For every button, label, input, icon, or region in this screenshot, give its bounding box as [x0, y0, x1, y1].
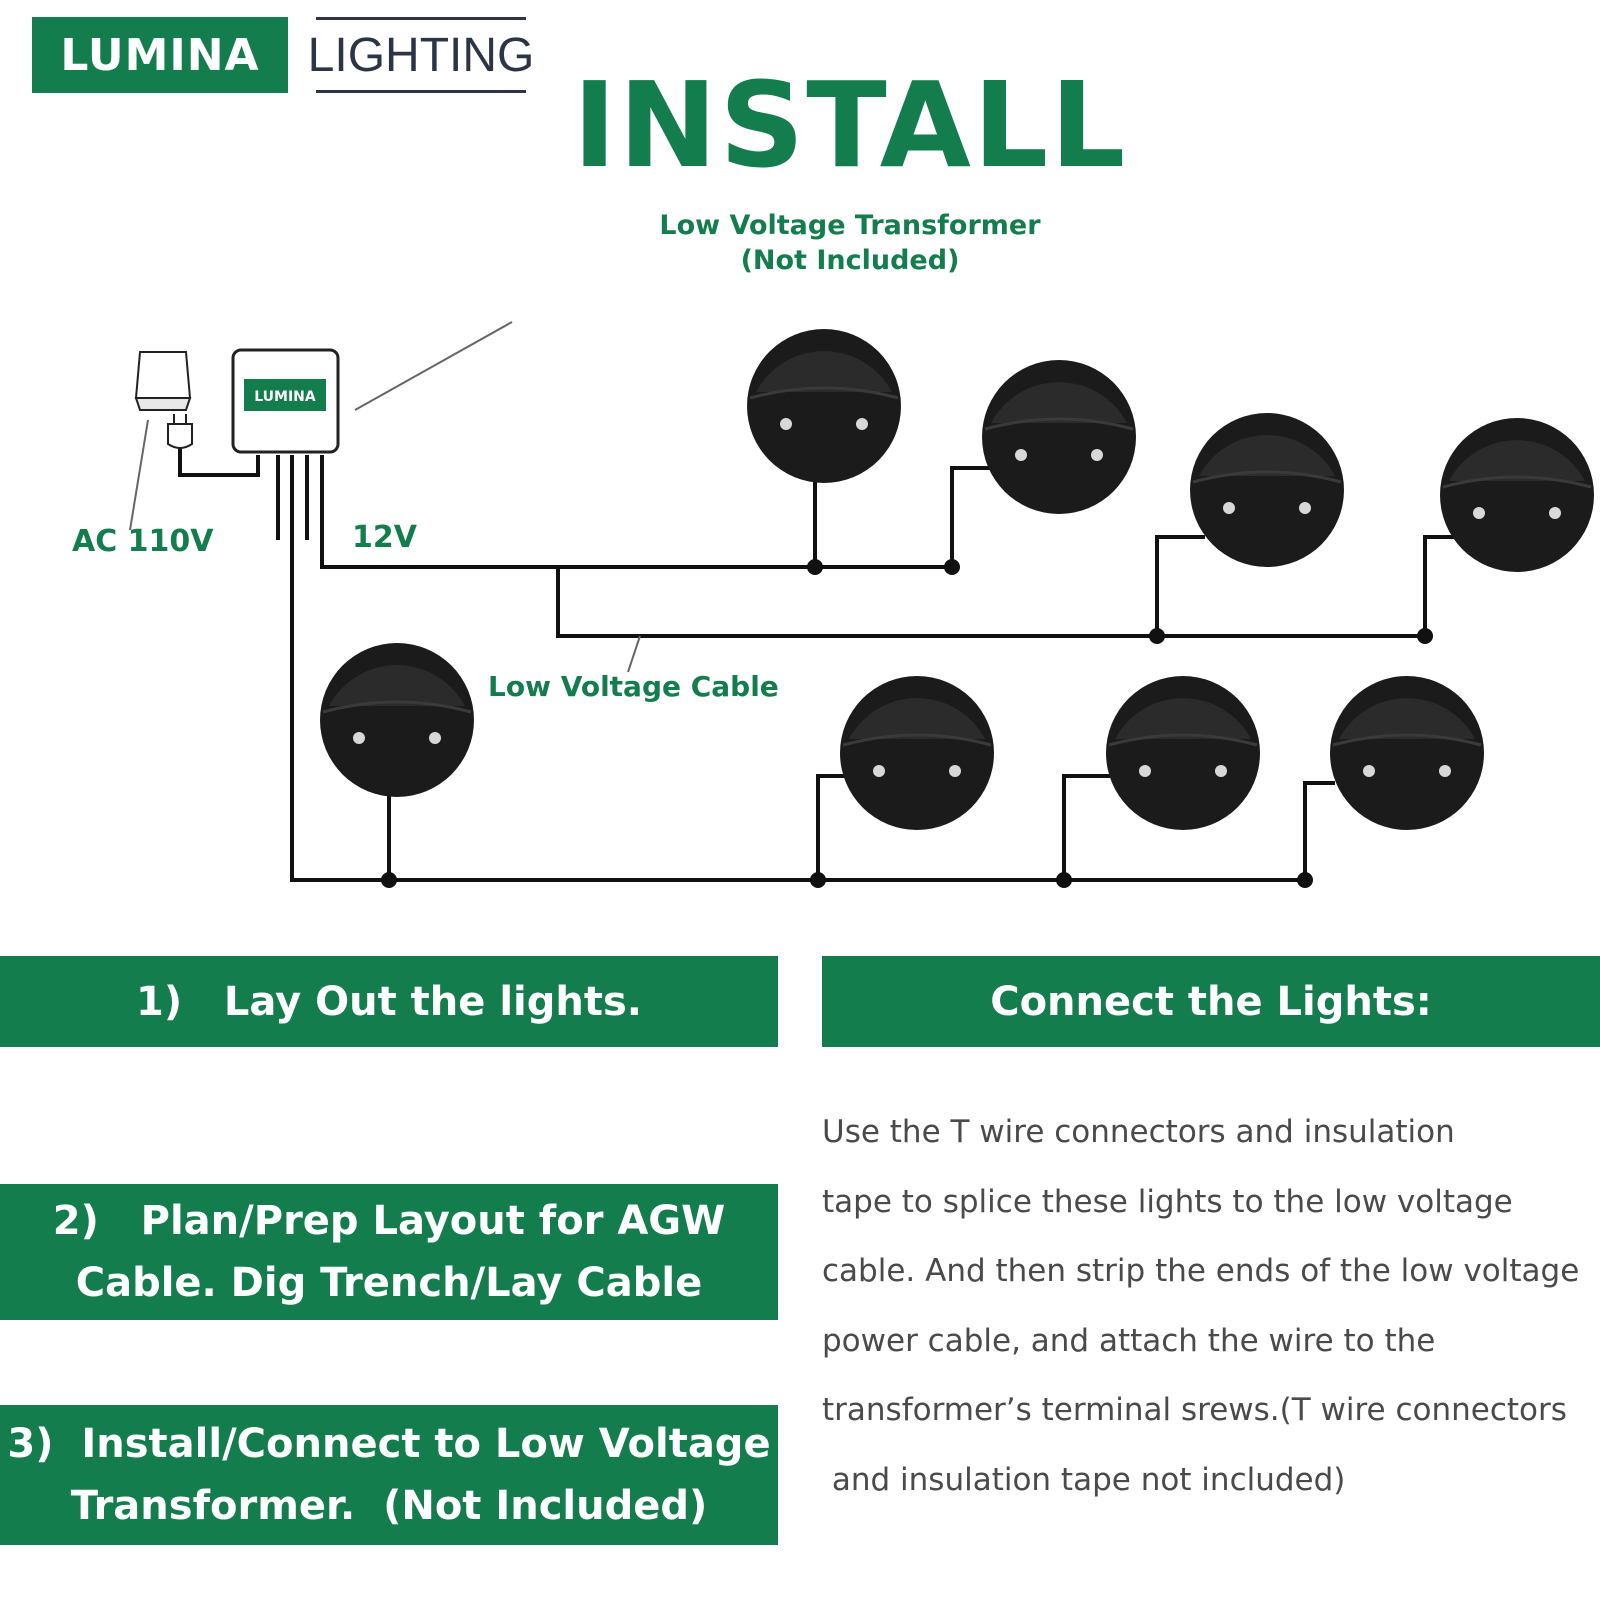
connect-instructions: Use the T wire connectors and insulation… [822, 1098, 1592, 1515]
lower-cable [290, 455, 1305, 882]
junction-dots [381, 559, 1433, 888]
upper-cable [320, 455, 952, 569]
instruction-line: and insulation tape not included) [822, 1461, 1346, 1498]
connect-heading-banner: Connect the Lights: [822, 956, 1600, 1047]
transformer-pointer [354, 321, 513, 411]
light-fixture-icon [1190, 413, 1344, 567]
junction-dot [381, 872, 397, 888]
transformer-label-line1: Low Voltage Transformer [659, 210, 1041, 241]
light-fixture-icon [1106, 676, 1260, 830]
light-fixture-icon [747, 329, 901, 483]
junction-dot [807, 559, 823, 575]
transformer-label: Low Voltage Transformer (Not Included) [640, 208, 1060, 278]
junction-dot [944, 559, 960, 575]
brand-logo-box: LUMINA [32, 17, 288, 93]
drop-wire [816, 774, 855, 880]
step-1-text: 1) Lay Out the lights. [136, 978, 642, 1025]
output-voltage-label: 12V [352, 520, 417, 555]
wiring-diagram: LUMINA [129, 321, 1594, 888]
instruction-line: power cable, and attach the wire to the [822, 1322, 1436, 1359]
junction-dot [1149, 628, 1165, 644]
drop-wire [1062, 774, 1110, 880]
step-1-banner: 1) Lay Out the lights. [0, 956, 778, 1047]
junction-dot [1417, 628, 1433, 644]
cable-pointer [627, 635, 641, 673]
light-fixture-icon [1440, 418, 1594, 572]
junction-dot [810, 872, 826, 888]
wall-plug-icon [134, 351, 193, 449]
cable-label: Low Voltage Cable [488, 670, 779, 703]
junction-dot [1056, 872, 1072, 888]
transformer-box: LUMINA [231, 348, 340, 454]
light-fixture-icon [840, 676, 994, 830]
light-fixture-icon [982, 360, 1136, 514]
brand-logo-text: LIGHTING [308, 17, 534, 93]
step-2-line-1: 2) Plan/Prep Layout for AGW [52, 1198, 726, 1244]
page-title: INSTALL [572, 56, 1128, 194]
lights-group [320, 329, 1594, 830]
ac-pointer [129, 419, 149, 531]
drop-wire [1155, 535, 1205, 636]
middle-cable [556, 567, 1425, 638]
power-cord [178, 438, 260, 477]
cable-network [178, 438, 1460, 882]
light-fixture-icon [1330, 676, 1484, 830]
drop-wire [1303, 781, 1335, 880]
drop-wire [1423, 535, 1460, 636]
connect-heading: Connect the Lights: [990, 978, 1432, 1025]
step-2-banner: 2) Plan/Prep Layout for AGW Cable. Dig T… [0, 1184, 778, 1320]
transformer-box-label: LUMINA [254, 389, 316, 405]
instruction-line: tape to splice these lights to the low v… [822, 1183, 1513, 1220]
step-3-line-2: Transformer. (Not Included) [70, 1483, 708, 1529]
transformer-label-line2: (Not Included) [740, 245, 960, 276]
step-3-line-1: 3) Install/Connect to Low Voltage [7, 1421, 771, 1467]
instruction-line: cable. And then strip the ends of the lo… [822, 1253, 1580, 1289]
drop-wire [950, 466, 1000, 567]
instruction-line: Use the T wire connectors and insulation [822, 1114, 1455, 1150]
ac-voltage-label: AC 110V [72, 524, 214, 559]
light-fixture-icon [320, 643, 474, 797]
step-3-banner: 3) Install/Connect to Low Voltage Transf… [0, 1405, 778, 1545]
step-2-line-2: Cable. Dig Trench/Lay Cable [75, 1260, 703, 1306]
junction-dot [1297, 872, 1313, 888]
instruction-line: transformer’s terminal srews.(T wire con… [822, 1392, 1567, 1428]
